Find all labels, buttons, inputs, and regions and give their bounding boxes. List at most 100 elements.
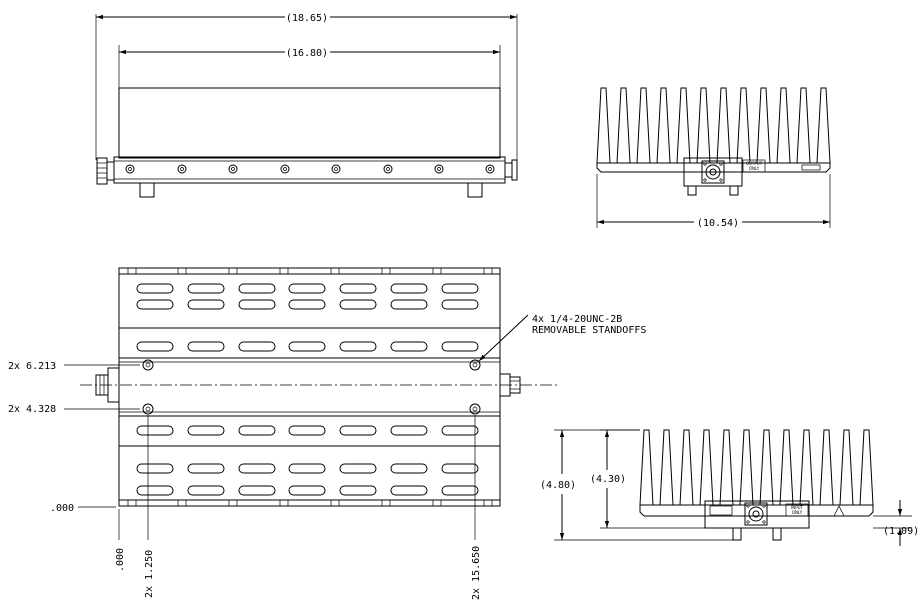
plan-view: 2x 6.213 2x 4.328 .000 .000 2x 1.250 2x …: [8, 267, 646, 600]
ordinate-y-lower: 2x 4.328: [8, 404, 140, 415]
vent-slot: [441, 283, 479, 294]
deck-screws: [125, 164, 495, 174]
overall-length-label: (18.65): [286, 13, 328, 24]
vent-slot: [441, 463, 479, 474]
base-height-label: (1.09): [883, 526, 919, 537]
total-height-label: (4.80): [540, 480, 576, 491]
output-only-label: OUTPUT ONLY: [742, 159, 766, 173]
left-connector-plan: [95, 367, 120, 403]
end-view-foot-left: [687, 185, 697, 196]
vent-slot: [136, 283, 174, 294]
vent-slot: [339, 341, 377, 352]
right-connector-side: [504, 159, 518, 181]
fin-tabs-top: [127, 267, 493, 275]
vent-slot: [390, 463, 428, 474]
vent-slot: [441, 341, 479, 352]
fin-height-label: (4.30): [590, 474, 626, 485]
vent-slot: [390, 341, 428, 352]
svg-text:OUTPUT: OUTPUT: [746, 161, 763, 166]
vent-slot: [288, 463, 326, 474]
vent-slot: [288, 283, 326, 294]
dimension-fin-height: (4.30): [590, 430, 626, 528]
dimension-overall-length: (18.65): [96, 13, 517, 24]
heatsink-length-label: (16.80): [286, 48, 328, 59]
svg-text:.000: .000: [50, 503, 74, 514]
vent-slot: [238, 463, 276, 474]
vent-slot: [390, 485, 428, 496]
serial-plate: [801, 164, 821, 171]
svg-text:2x 4.328: 2x 4.328: [8, 404, 56, 415]
standoff-holes: [142, 359, 481, 415]
vent-slot: [390, 299, 428, 310]
vent-slot: [238, 341, 276, 352]
vent-slot: [187, 341, 225, 352]
vent-slot: [136, 463, 174, 474]
vent-slot: [288, 341, 326, 352]
vent-slot: [136, 485, 174, 496]
input-end-fins: [639, 429, 874, 506]
vent-slot: [339, 463, 377, 474]
dimension-base-height: (1.09): [883, 500, 919, 546]
side-elevation-view: (18.65) (16.80): [95, 13, 518, 198]
input-end-foot-right: [772, 527, 782, 541]
input-end-foot-left: [732, 527, 742, 541]
vent-slot: [288, 425, 326, 436]
vent-slot: [441, 425, 479, 436]
output-end-view: OUTPUT ONLY (10.54): [596, 87, 831, 229]
dimension-total-height: (4.80): [540, 430, 576, 540]
input-end-view: INPUT ONLY (4.80) (4.30) (1.09): [540, 429, 919, 546]
output-connector-n: [701, 160, 725, 184]
vent-slot: [238, 425, 276, 436]
end-view-deck: [683, 157, 743, 187]
warning-plate: [709, 505, 733, 516]
vent-slot: [339, 425, 377, 436]
vent-slots: [136, 283, 479, 496]
ordinate-x-origin: .000: [115, 548, 126, 572]
vent-slot: [187, 425, 225, 436]
dimension-width: (10.54): [597, 218, 830, 229]
standoff-right-side: [467, 182, 483, 198]
input-connector-n: [744, 502, 768, 526]
svg-text:ONLY: ONLY: [749, 166, 760, 171]
ordinate-y-upper: 2x 6.213: [8, 361, 140, 372]
svg-text:REMOVABLE STANDOFFS: REMOVABLE STANDOFFS: [532, 325, 646, 336]
vent-slot: [339, 485, 377, 496]
vent-slot: [187, 485, 225, 496]
vent-slot: [187, 463, 225, 474]
vent-slot: [390, 283, 428, 294]
heatsink-body-side: [118, 87, 501, 159]
svg-text:2x 6.213: 2x 6.213: [8, 361, 56, 372]
vent-slot: [288, 485, 326, 496]
width-label: (10.54): [697, 218, 739, 229]
svg-text:ONLY: ONLY: [792, 510, 803, 515]
heatsink-plan-outline: [118, 267, 501, 507]
vent-slot: [136, 299, 174, 310]
standoff-callout: 4x 1/4-20UNC-2B REMOVABLE STANDOFFS: [478, 314, 646, 362]
ordinate-y-origin: .000: [50, 503, 116, 514]
vent-slot: [238, 299, 276, 310]
vent-slot: [136, 425, 174, 436]
vent-slot: [288, 299, 326, 310]
vent-slot: [390, 425, 428, 436]
vent-slot: [238, 283, 276, 294]
vent-slot: [339, 299, 377, 310]
left-connector-side: [96, 157, 115, 185]
vent-slot: [187, 299, 225, 310]
right-connector-plan: [499, 373, 521, 397]
input-end-base: [639, 504, 874, 517]
input-only-label: INPUT ONLY: [785, 503, 809, 517]
vent-slot: [441, 299, 479, 310]
ordinate-x-left: 2x 1.250: [144, 550, 155, 598]
vent-slot: [441, 485, 479, 496]
end-view-foot-right: [729, 185, 739, 196]
end-view-fins: [596, 87, 831, 164]
dimension-heatsink-length: (16.80): [119, 48, 500, 59]
ground-symbol: [833, 505, 845, 517]
standoff-left-side: [139, 182, 155, 198]
svg-text:4x 1/4-20UNC-2B: 4x 1/4-20UNC-2B: [532, 314, 622, 325]
end-view-base: [596, 162, 831, 173]
vent-slot: [339, 283, 377, 294]
fin-tabs-bottom: [127, 499, 493, 507]
vent-slot: [136, 341, 174, 352]
